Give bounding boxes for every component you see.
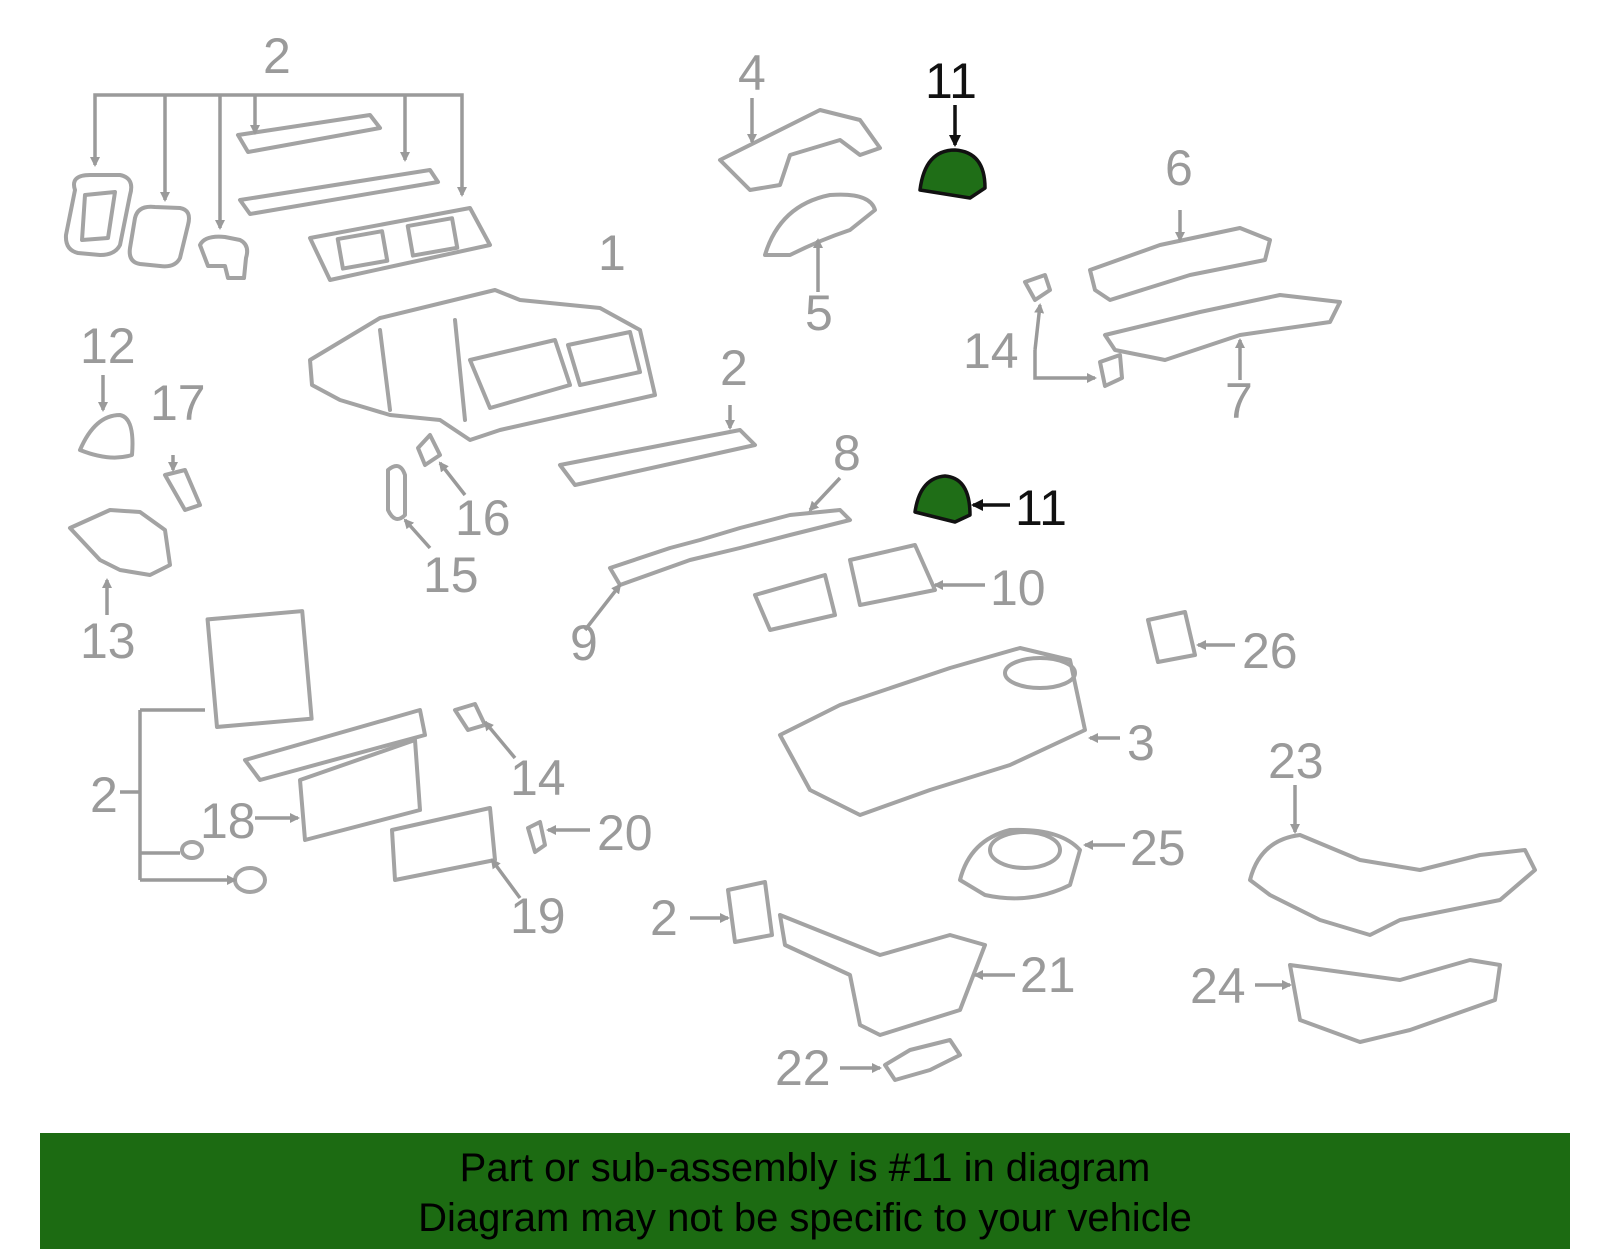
callout-1: 1 — [598, 225, 626, 281]
part-12-cap — [78, 413, 135, 460]
callout-10: 10 — [990, 560, 1046, 616]
callout-11: 11 — [1015, 480, 1067, 536]
callout-2: 2 — [720, 340, 748, 396]
part-24-duct — [1288, 958, 1502, 1044]
banner-line-1: Part or sub-assembly is #11 in diagram — [459, 1146, 1151, 1190]
callout-8: 8 — [833, 425, 861, 481]
callout-11: 11 — [925, 53, 977, 109]
callout-2: 2 — [90, 767, 118, 823]
callout-26: 26 — [1242, 623, 1298, 679]
part-3-blower-case — [778, 646, 1087, 817]
callout-6: 6 — [1165, 140, 1193, 196]
callout-21: 21 — [1020, 947, 1076, 1003]
callout-18: 18 — [200, 793, 256, 849]
callout-14: 14 — [510, 750, 566, 806]
callout-2: 2 — [650, 890, 678, 946]
part-8-9-damper — [608, 508, 852, 587]
part-14-clip-mid — [453, 702, 487, 732]
part-4-bracket — [718, 108, 882, 192]
part-17-clip — [163, 468, 202, 512]
callout-13: 13 — [80, 613, 136, 669]
callout-9: 9 — [570, 615, 598, 671]
callout-20: 20 — [597, 805, 653, 861]
callout-12: 12 — [80, 318, 136, 374]
part-16-clip — [416, 433, 442, 467]
callout-17: 17 — [150, 375, 206, 431]
part-2-leader-lines — [90, 93, 467, 230]
part-14-clip-upper — [1023, 273, 1052, 302]
callout-7: 7 — [1225, 373, 1253, 429]
part-14-clip-lower — [1098, 353, 1124, 388]
part-11-upper-highlight — [918, 148, 987, 200]
part-2-register-group — [63, 113, 492, 282]
part-21-heater-core — [778, 913, 987, 1037]
part-23-duct — [1248, 833, 1537, 937]
part-25-blower-motor — [958, 827, 1082, 901]
part-5-cover — [763, 192, 877, 257]
callout-5: 5 — [805, 285, 833, 341]
callout-24: 24 — [1190, 958, 1246, 1014]
callout-19: 19 — [510, 888, 566, 944]
part-15-link — [386, 464, 407, 521]
callout-25: 25 — [1130, 820, 1186, 876]
part-26-actuator — [1146, 610, 1197, 664]
callout-15: 15 — [423, 547, 479, 603]
callout-16: 16 — [455, 490, 511, 546]
part-1-heater-case — [308, 288, 657, 442]
part-6-duct — [1088, 226, 1272, 302]
part-10-doors — [753, 543, 937, 632]
banner-line-2: Diagram may not be specific to your vehi… — [418, 1196, 1192, 1240]
info-banner: Part or sub-assembly is #11 in diagram D… — [40, 1133, 1570, 1249]
callout-23: 23 — [1268, 733, 1324, 789]
part-13-bracket — [68, 508, 172, 577]
part-11-lower-highlight — [913, 474, 972, 524]
part-22-bracket — [883, 1038, 962, 1082]
part-20-clip — [526, 820, 547, 854]
callout-2: 2 — [263, 28, 291, 84]
part-2-plate — [726, 880, 774, 944]
part-2-evaporator-group — [120, 609, 427, 894]
callout-22: 22 — [775, 1040, 831, 1096]
part-7-duct — [1103, 293, 1342, 362]
part-2-panel — [558, 428, 757, 487]
callout-14: 14 — [963, 323, 1019, 379]
callout-4: 4 — [738, 45, 766, 101]
callout-3: 3 — [1127, 715, 1155, 771]
part-19-filter — [390, 806, 497, 882]
